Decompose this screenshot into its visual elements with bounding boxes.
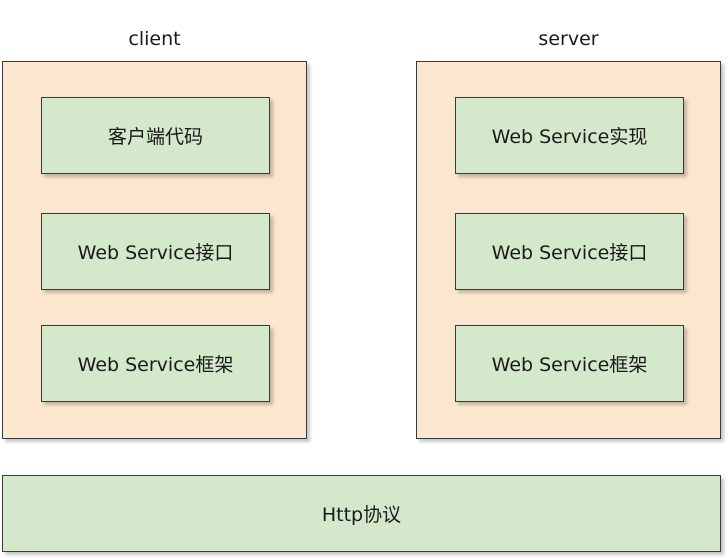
client-code-box: 客户端代码: [41, 97, 270, 174]
client-title: client: [128, 28, 181, 50]
client-webservice-interface-box: Web Service接口: [41, 213, 270, 290]
server-webservice-framework-box: Web Service框架: [455, 325, 684, 402]
client-panel: 客户端代码 Web Service接口 Web Service框架: [2, 61, 307, 439]
server-panel: Web Service实现 Web Service接口 Web Service框…: [416, 61, 721, 439]
server-webservice-interface-box: Web Service接口: [455, 213, 684, 290]
http-protocol-box: Http协议: [2, 475, 721, 552]
client-webservice-framework-box: Web Service框架: [41, 325, 270, 402]
server-title: server: [538, 28, 599, 50]
server-webservice-impl-box: Web Service实现: [455, 97, 684, 174]
